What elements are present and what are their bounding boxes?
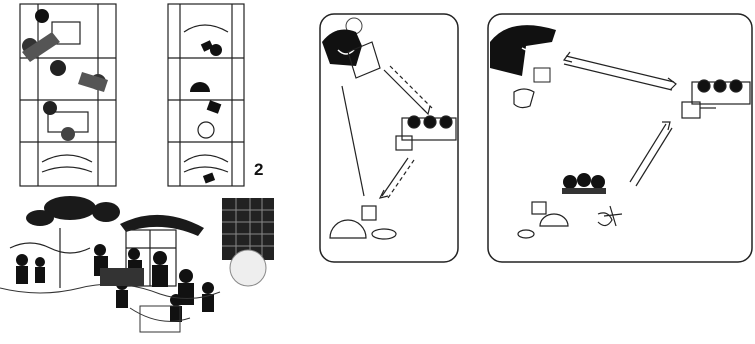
food-dish-icon	[330, 206, 396, 239]
kitchen-plan-sketch-right	[160, 2, 250, 190]
kitchen-unit-icon	[396, 116, 456, 150]
figure-number: 2	[254, 160, 263, 180]
people-sketch-icon	[490, 25, 556, 108]
people-sketch-icon	[322, 18, 362, 66]
crowd-figures	[16, 244, 214, 322]
kitchen-unit-icon	[682, 80, 750, 118]
food-dish-icon	[518, 202, 622, 238]
people-sketch-icon	[22, 9, 108, 141]
people-sketch-icon	[562, 173, 606, 194]
street-scene-collage	[0, 188, 280, 344]
double-arrow-icon	[384, 66, 432, 114]
flow-diagram-panel-a	[318, 12, 462, 266]
kitchen-plan-sketch-left	[12, 2, 124, 190]
flow-diagram-panel-b	[486, 12, 754, 266]
double-arrow-icon	[564, 52, 676, 90]
